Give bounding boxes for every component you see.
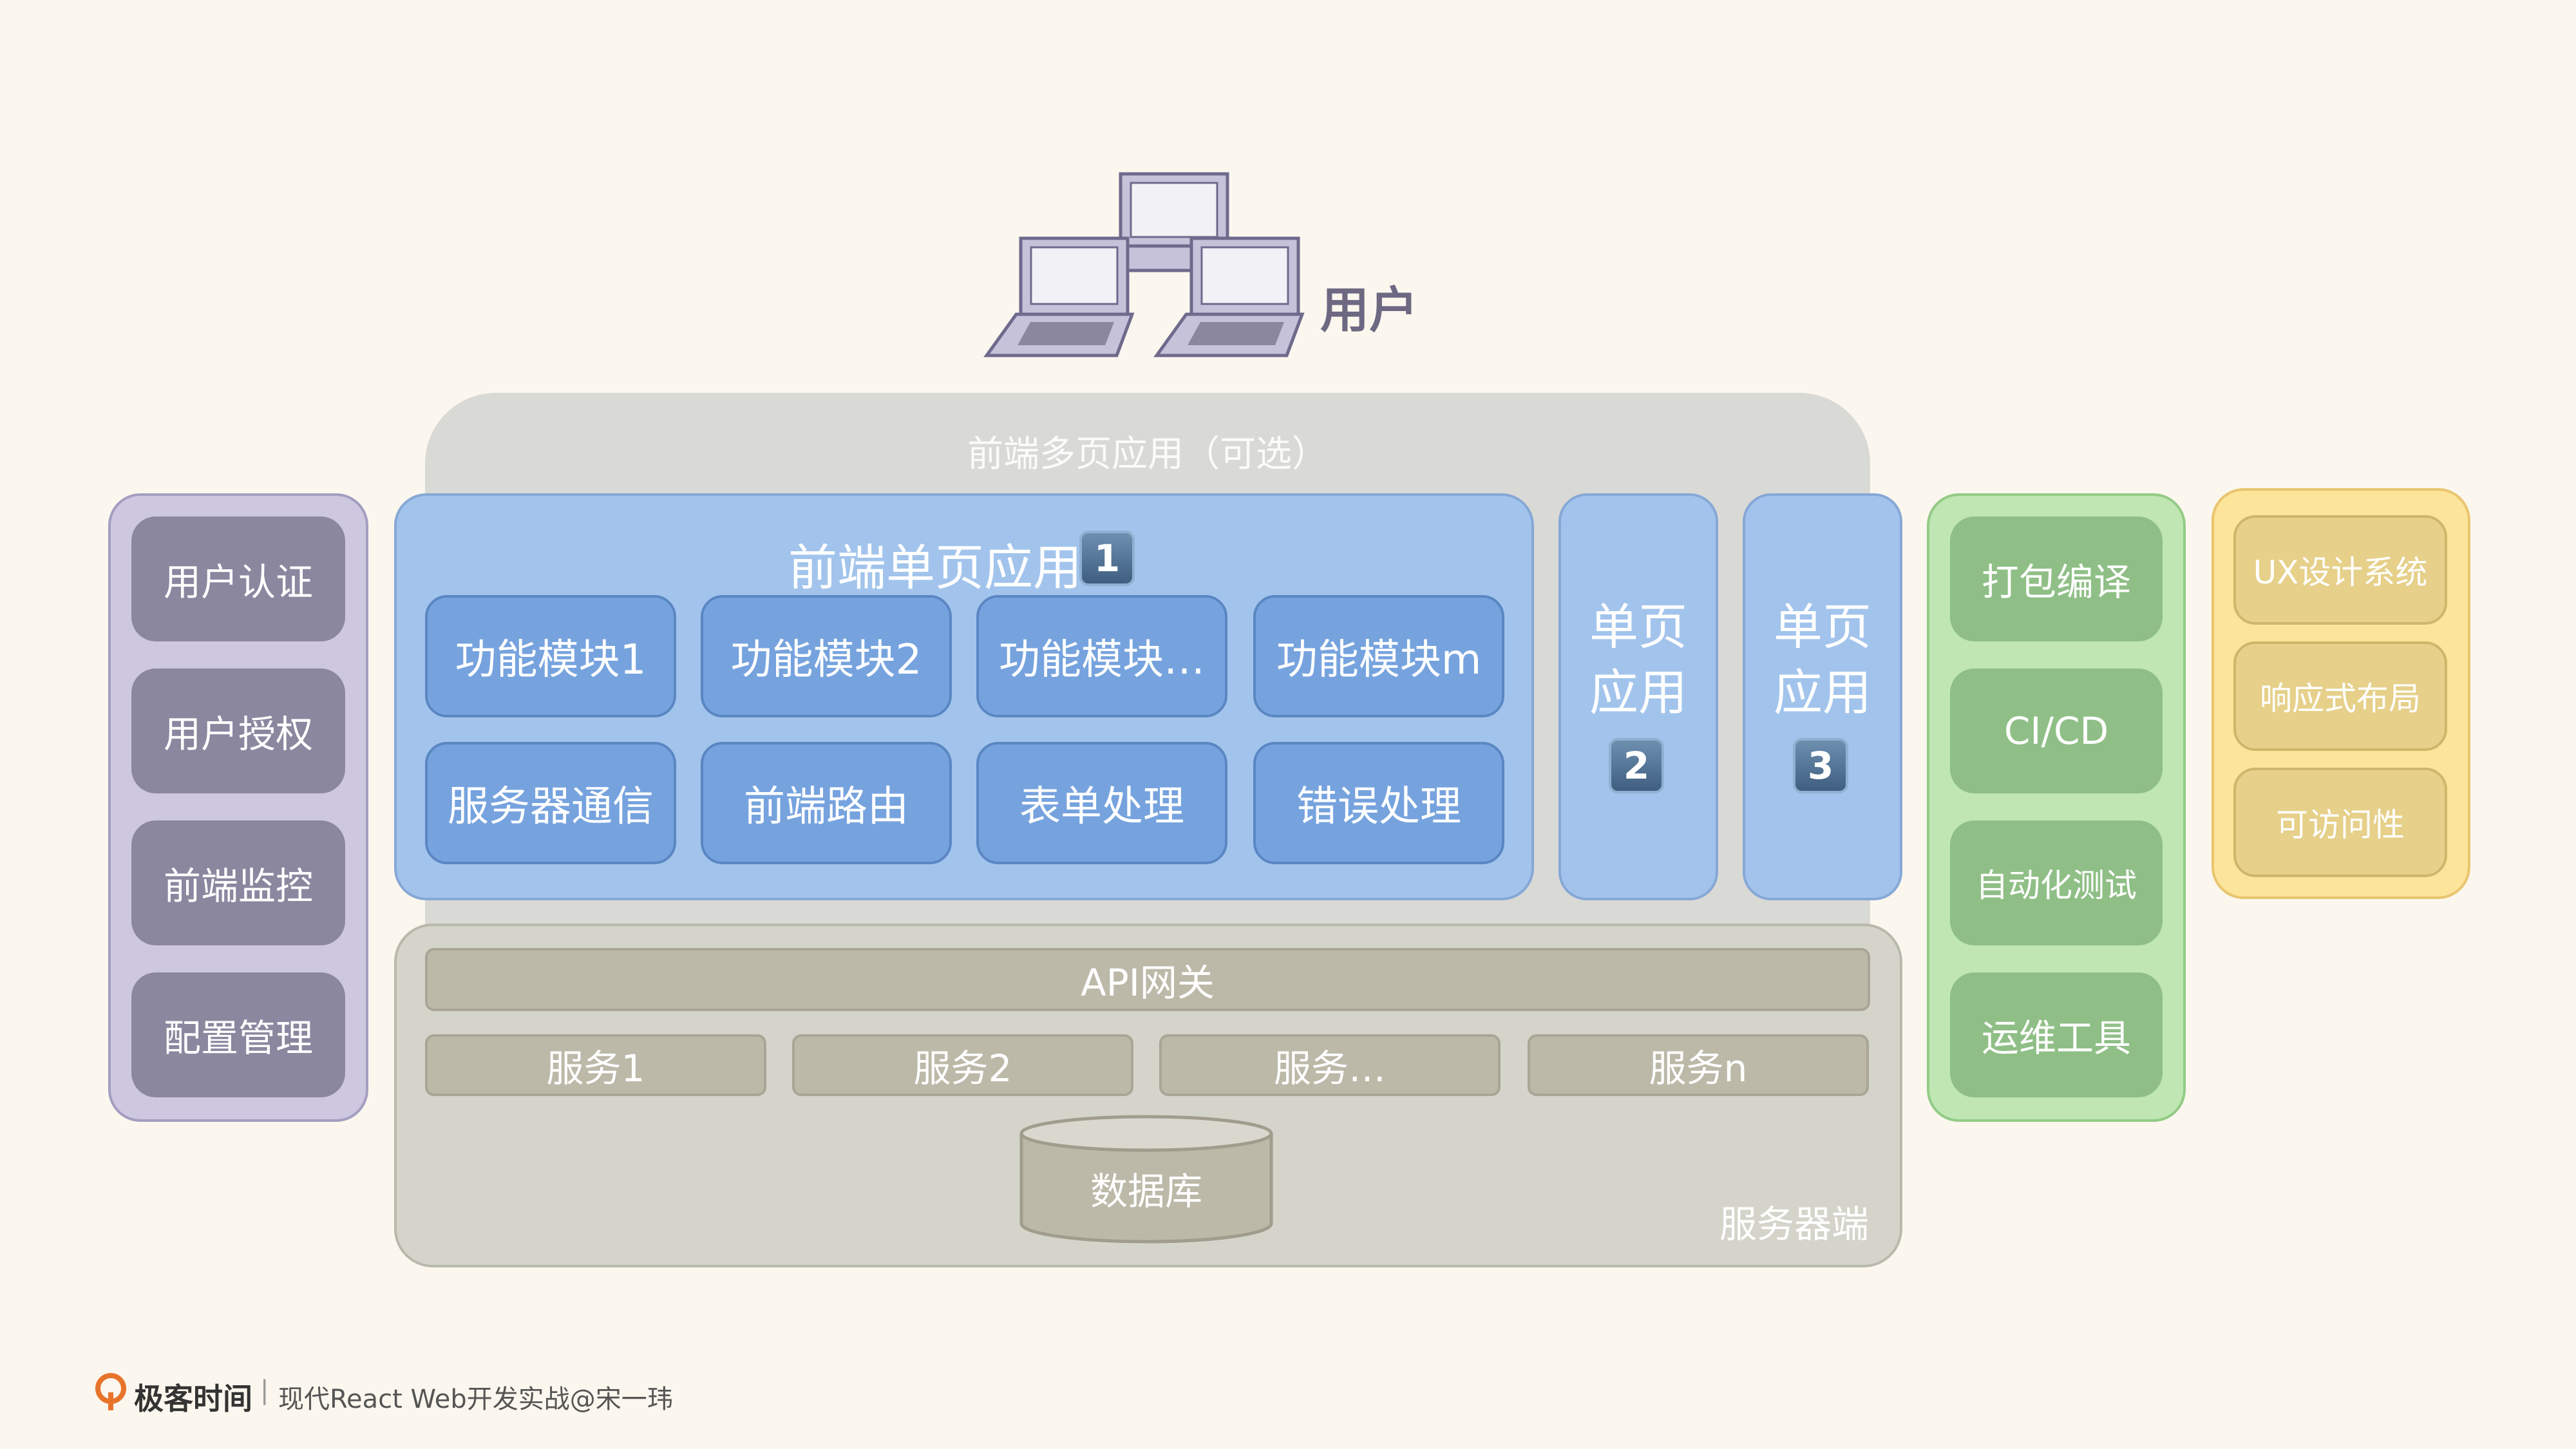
user-authorization-item[interactable]: 用户授权: [131, 668, 345, 793]
spa-3-container[interactable]: [1743, 493, 1902, 900]
footer-course-text: 现代React Web开发实战@宋一玮: [278, 1385, 673, 1414]
spa-main-title: 前端单页应用: [788, 539, 1082, 596]
database-cylinder-icon: [1019, 1115, 1273, 1244]
service-n-bar[interactable]: 服务n: [1528, 1034, 1869, 1096]
footer-separator: |: [260, 1376, 269, 1405]
api-gateway-bar[interactable]: API网关: [425, 948, 1870, 1011]
footer-brand: 极客时间: [134, 1381, 252, 1416]
service-more-bar[interactable]: 服务…: [1159, 1034, 1501, 1096]
error-handling-module[interactable]: 错误处理: [1253, 742, 1504, 864]
ci-cd-item[interactable]: CI/CD: [1950, 668, 2163, 793]
database-label[interactable]: 数据库: [1090, 1170, 1202, 1213]
users-label: 用户: [1320, 281, 1418, 339]
feature-module-more[interactable]: 功能模块…: [976, 595, 1227, 717]
geektime-logo-icon: [95, 1373, 126, 1410]
spa-2-container[interactable]: [1558, 493, 1718, 900]
users-laptops-icon: [983, 172, 1305, 357]
spa-main-badge: 1: [1079, 531, 1135, 586]
server-side-label: 服务器端: [1719, 1202, 1870, 1246]
accessibility-item[interactable]: 可访问性: [2233, 768, 2447, 877]
laptop-right-icon: [1153, 236, 1305, 357]
mpa-title: 前端多页应用（可选）: [967, 433, 1328, 475]
config-management-item[interactable]: 配置管理: [131, 972, 345, 1097]
spa-3-line2: 应用: [1774, 663, 1871, 721]
spa-2-line1: 单页: [1589, 598, 1687, 656]
spa-2-line2: 应用: [1589, 663, 1687, 721]
spa-3-line1: 单页: [1774, 598, 1871, 656]
ux-design-system-item[interactable]: UX设计系统: [2233, 515, 2447, 625]
automated-testing-item[interactable]: 自动化测试: [1950, 820, 2163, 945]
spa-2-badge: 2: [1609, 738, 1664, 793]
responsive-layout-item[interactable]: 响应式布局: [2233, 641, 2447, 751]
laptop-left-icon: [983, 236, 1135, 357]
feature-module-2[interactable]: 功能模块2: [701, 595, 952, 717]
feature-module-m[interactable]: 功能模块m: [1253, 595, 1504, 717]
service-2-bar[interactable]: 服务2: [792, 1034, 1133, 1096]
frontend-routing-module[interactable]: 前端路由: [701, 742, 952, 864]
user-authentication-item[interactable]: 用户认证: [131, 516, 345, 641]
build-compile-item[interactable]: 打包编译: [1950, 516, 2163, 641]
spa-3-badge: 3: [1793, 738, 1848, 793]
feature-module-1[interactable]: 功能模块1: [425, 595, 676, 717]
form-handling-module[interactable]: 表单处理: [976, 742, 1227, 864]
frontend-monitoring-item[interactable]: 前端监控: [131, 820, 345, 945]
service-1-bar[interactable]: 服务1: [425, 1034, 766, 1096]
server-communication-module[interactable]: 服务器通信: [425, 742, 676, 864]
ops-tools-item[interactable]: 运维工具: [1950, 972, 2163, 1097]
